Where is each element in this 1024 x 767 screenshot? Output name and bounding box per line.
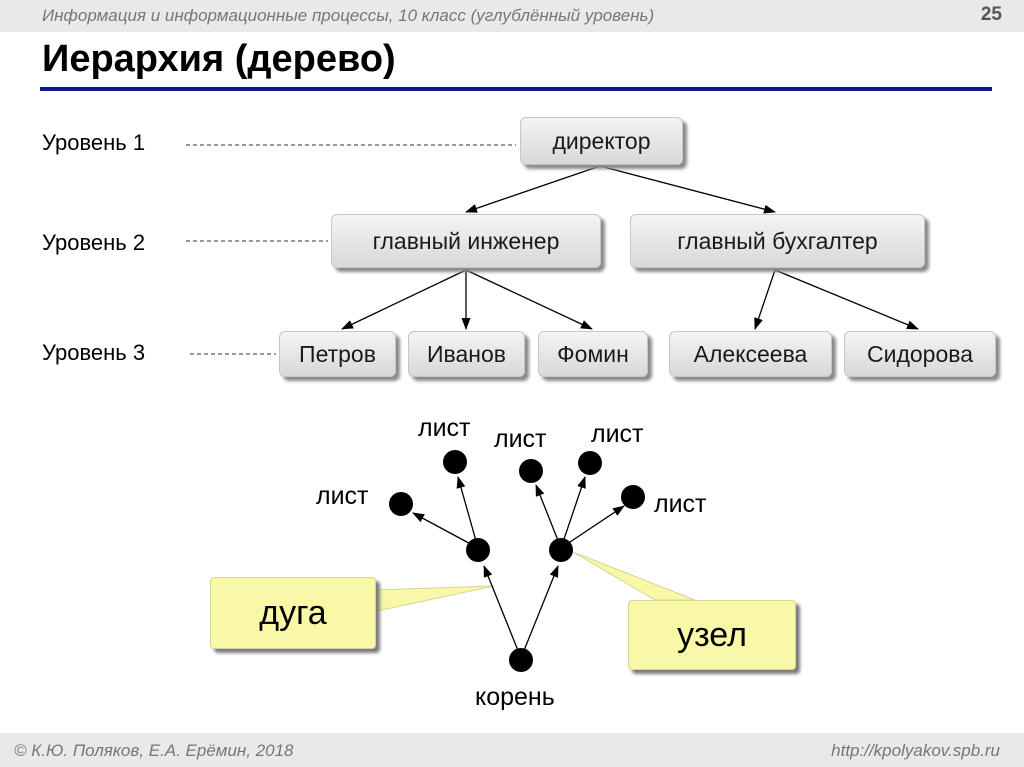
- edge-director-engineer: [465, 165, 601, 213]
- level-3-label: Уровень 3: [42, 340, 146, 365]
- edge-accountant-alekseeva: [754, 269, 776, 330]
- node-alekseeva: Алексеева: [669, 331, 832, 377]
- edge-engineer-petrov: [341, 269, 467, 330]
- arc-root-left: [483, 565, 522, 659]
- slide-number: 25: [980, 4, 1002, 25]
- node-chief-engineer: главный инженер: [331, 214, 601, 268]
- leaf-label-3: лист: [591, 420, 644, 448]
- node-callout-pointer: [572, 551, 696, 601]
- header-bar: Информация и информационные процессы, 10…: [0, 0, 1024, 32]
- arc-left-leaf1: [412, 512, 479, 549]
- leaf-label-4: лист: [316, 482, 369, 510]
- arc-root-right: [520, 565, 559, 659]
- arc-right-leaf5: [560, 505, 625, 549]
- slide-title: Иерархия (дерево): [42, 38, 396, 80]
- inner-node-right: [549, 538, 573, 562]
- footer-url[interactable]: http://kpolyakov.spb.ru: [831, 741, 1000, 760]
- arc-callout-pointer: [371, 585, 495, 613]
- node-chief-accountant: главный бухгалтер: [630, 214, 925, 268]
- root-node: [509, 648, 533, 672]
- edge-director-accountant: [599, 165, 776, 214]
- footer-authors: © К.Ю. Поляков, Е.А. Ерёмин, 2018: [14, 741, 294, 760]
- arc-callout: дуга: [210, 577, 376, 649]
- node-callout: узел: [628, 600, 796, 670]
- node-sidorova: Сидорова: [844, 331, 996, 377]
- edge-engineer-fomin: [465, 269, 593, 330]
- leaf-node-3: [519, 459, 543, 483]
- footer-bar: © К.Ю. Поляков, Е.А. Ерёмин, 2018 http:/…: [0, 733, 1024, 767]
- leaf-node-5: [621, 485, 645, 509]
- node-director: директор: [520, 117, 683, 165]
- edge-accountant-sidorova: [774, 269, 919, 330]
- arc-right-leaf3: [535, 484, 562, 549]
- root-label: корень: [475, 683, 555, 711]
- leaf-node-4: [578, 451, 602, 475]
- leaf-node-2: [443, 450, 467, 474]
- leaf-label-1: лист: [418, 414, 471, 442]
- node-ivanov: Иванов: [408, 331, 525, 377]
- node-petrov: Петров: [279, 331, 396, 377]
- arc-right-leaf4: [560, 476, 586, 549]
- node-fomin: Фомин: [538, 331, 648, 377]
- course-title: Информация и информационные процессы, 10…: [42, 6, 655, 25]
- leaf-label-5: лист: [654, 490, 707, 518]
- leaf-label-2: лист: [494, 425, 547, 453]
- arc-left-leaf2: [456, 476, 479, 549]
- inner-node-left: [466, 538, 490, 562]
- level-1-label: Уровень 1: [42, 130, 146, 155]
- level-2-label: Уровень 2: [42, 230, 146, 255]
- leaf-node-1: [389, 492, 413, 516]
- title-underline: [40, 87, 992, 91]
